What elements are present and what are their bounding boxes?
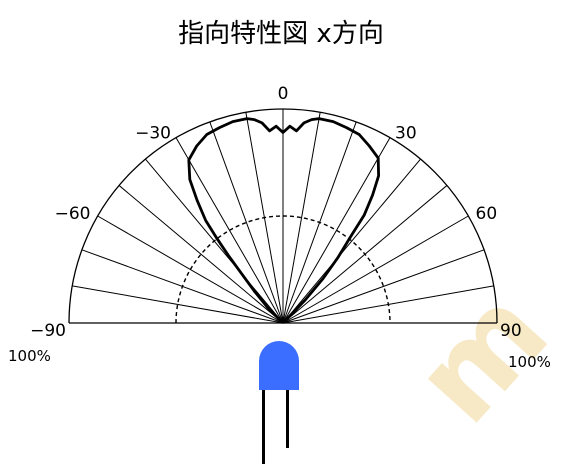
radial-label-left: 100% (8, 347, 51, 365)
spoke--60 (97, 215, 284, 324)
series-line-0 (187, 117, 380, 324)
led-lead-left (262, 390, 265, 464)
spoke--20 (209, 121, 284, 324)
tick-label--30: −30 (135, 123, 171, 143)
reference-arc (175, 215, 391, 324)
spoke--50 (118, 185, 284, 324)
spoke-70 (282, 249, 485, 324)
tick-label--60: −60 (55, 204, 91, 224)
spoke-80 (282, 285, 494, 324)
led-body (259, 341, 299, 390)
spoke-40 (282, 158, 421, 324)
spoke--10 (245, 112, 284, 324)
chart-title: 指向特性図 x方向 (178, 19, 384, 49)
tick-label--90: −90 (30, 321, 66, 341)
spoke-60 (282, 215, 469, 324)
spoke-30 (282, 137, 391, 324)
tick-label-30: 30 (395, 123, 417, 143)
angle-tick-labels: 0 −30 30 −60 60 −90 90 (30, 84, 522, 341)
spoke--40 (145, 158, 284, 324)
led-lead-right (286, 390, 289, 448)
tick-label-60: 60 (476, 204, 498, 224)
spoke-10 (282, 112, 321, 324)
led-icon (259, 341, 299, 464)
spoke--30 (175, 137, 284, 324)
spoke--80 (72, 285, 284, 324)
spoke-50 (282, 185, 448, 324)
spoke-20 (282, 121, 357, 324)
radial-label-right: 100% (508, 353, 551, 371)
polar-grid (68, 108, 498, 324)
spoke--70 (81, 249, 284, 324)
tick-label-90: 90 (500, 321, 522, 341)
tick-label-0: 0 (278, 84, 289, 104)
series-layer (187, 117, 380, 324)
